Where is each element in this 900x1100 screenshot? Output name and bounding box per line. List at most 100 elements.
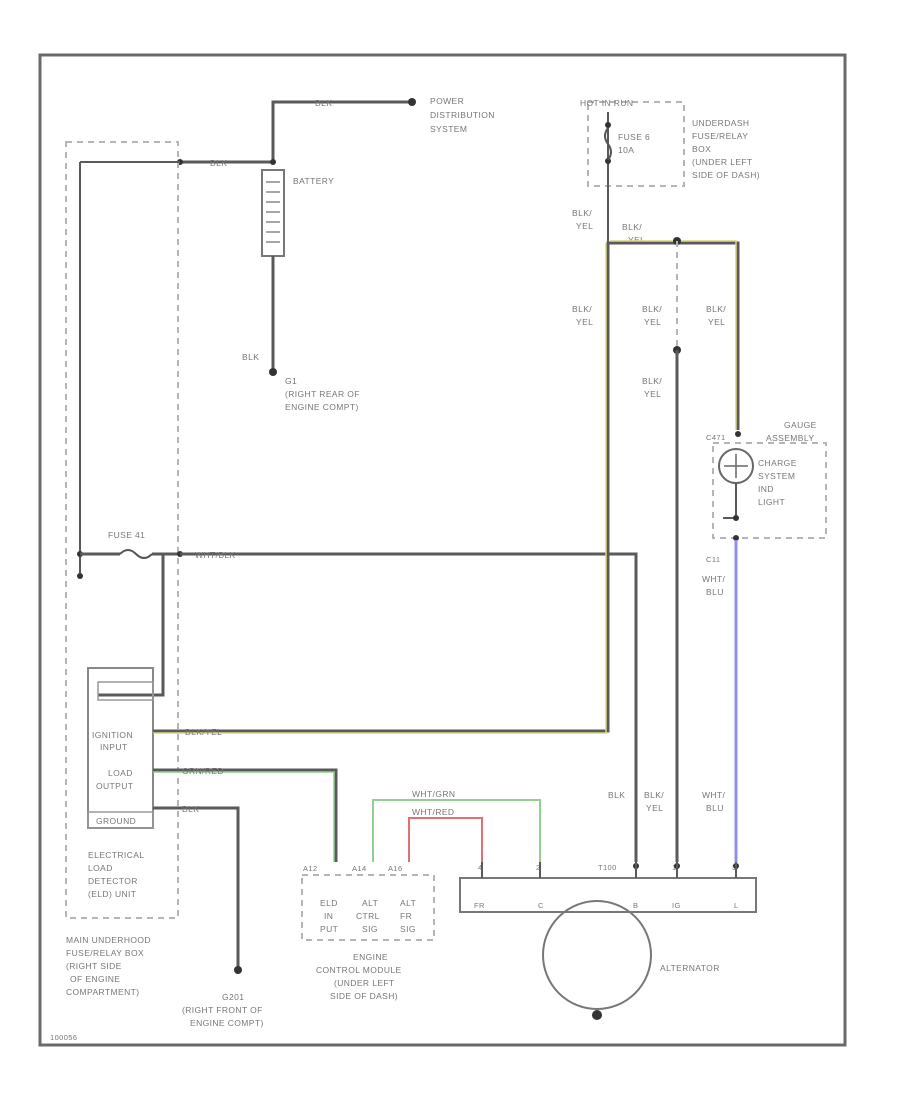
label-c11: C11 xyxy=(706,555,720,564)
label-ecm-col3-2: FR xyxy=(400,911,412,921)
label-alt-conn-4: 4 xyxy=(478,863,483,872)
label-alt-conn-1: 1 xyxy=(672,863,677,872)
label-charge-light-1: CHARGE xyxy=(758,458,797,468)
label-charge-light-4: LIGHT xyxy=(758,497,785,507)
label-ecm-col1-1: ELD xyxy=(320,898,338,908)
label-ecm-col3-1: ALT xyxy=(400,898,416,908)
label-main-box-1: MAIN UNDERHOOD xyxy=(66,935,151,945)
label-ecm-col2-1: ALT xyxy=(362,898,378,908)
label-ecm-title-4: SIDE OF DASH) xyxy=(330,991,398,1001)
label-g201-3: ENGINE COMPT) xyxy=(190,1018,264,1028)
label-c471: C471 xyxy=(706,433,726,442)
label-underdash-5: SIDE OF DASH) xyxy=(692,170,760,180)
eld-load-output-2: OUTPUT xyxy=(96,781,133,791)
wire-eld-ignition-blk-yel xyxy=(153,241,640,733)
label-ecm-title-1: ENGINE xyxy=(353,952,388,962)
label-alt-pin-b: B xyxy=(633,901,638,910)
footer-code: 100056 xyxy=(50,1033,77,1042)
label-main-box-4: OF ENGINE xyxy=(70,974,120,984)
eld-ground: GROUND xyxy=(96,816,136,826)
fuse-41-symbol xyxy=(119,549,153,559)
label-eld-title-4: (ELD) UNIT xyxy=(88,889,136,899)
label-blk-red-bat: BLK xyxy=(608,790,625,800)
label-ecm-col2-2: CTRL xyxy=(356,911,380,921)
label-blk-top: BLK xyxy=(315,98,332,108)
label-g1-1: G1 xyxy=(285,376,297,386)
label-fuse-6-2: 10A xyxy=(618,145,634,155)
alternator-connector-block xyxy=(459,877,757,913)
label-charge-light-2: SYSTEM xyxy=(758,471,795,481)
label-eld-title-1: ELECTRICAL xyxy=(88,850,144,860)
diagram-frame xyxy=(38,53,847,1047)
label-ecm-title-3: (UNDER LEFT xyxy=(334,978,395,988)
label-blk-yel-2a: BLK/ xyxy=(622,222,642,232)
label-main-box-5: COMPARTMENT) xyxy=(66,987,139,997)
wire-battery-to-power-distribution xyxy=(271,100,412,162)
label-g201-2: (RIGHT FRONT OF xyxy=(182,1005,263,1015)
label-blk-yel-7b: YEL xyxy=(646,803,663,813)
eld-load-output-1: LOAD xyxy=(108,768,133,778)
label-alternator: ALTERNATOR xyxy=(660,963,720,973)
label-gauge-1: GAUGE xyxy=(784,420,817,430)
label-charge-light-3: IND xyxy=(758,484,774,494)
battery-symbol xyxy=(261,169,285,257)
label-eld-title-2: LOAD xyxy=(88,863,113,873)
wire-ecm-wht-red xyxy=(408,817,483,862)
label-wht-blu-2b: BLU xyxy=(706,803,724,813)
label-power-distribution-2: DISTRIBUTION xyxy=(430,110,495,120)
label-underdash-2: FUSE/RELAY xyxy=(692,131,748,141)
label-ecm-pin-a16: A16 xyxy=(388,864,403,873)
label-wht-blu-1b: BLU xyxy=(706,587,724,597)
gauge-assembly-outline xyxy=(712,442,827,539)
label-ecm-col1-2: IN xyxy=(324,911,333,921)
label-main-box-3: (RIGHT SIDE xyxy=(66,961,122,971)
label-blk-yel-5a: BLK/ xyxy=(706,304,726,314)
label-underdash-3: BOX xyxy=(692,144,711,154)
eld-ignition-input-1: IGNITION xyxy=(92,730,133,740)
label-wht-blk: WHT/BLK xyxy=(195,550,236,560)
label-blk-yel-3b: YEL xyxy=(576,317,593,327)
label-alt-pin-fr: FR xyxy=(474,901,485,910)
label-ecm-col1-3: PUT xyxy=(320,924,338,934)
label-ecm-title-2: CONTROL MODULE xyxy=(316,965,402,975)
label-g1-2: (RIGHT REAR OF xyxy=(285,389,360,399)
wire-eld-ground-blk xyxy=(153,806,240,970)
ecm-box-outline xyxy=(301,874,435,941)
fuse-6-symbol xyxy=(604,127,612,161)
wire-ecm-wht-grn xyxy=(372,799,541,862)
label-blk-yel-6a: BLK/ xyxy=(642,376,662,386)
label-alt-conn-2: 2 xyxy=(536,863,541,872)
label-blk-yel-4a: BLK/ xyxy=(642,304,662,314)
label-alt-conn-t100: T100 xyxy=(598,863,617,872)
label-blk-yel-1b: YEL xyxy=(576,221,593,231)
underdash-box-outline xyxy=(587,101,685,187)
label-g201-1: G201 xyxy=(222,992,244,1002)
label-blk-ground: BLK xyxy=(242,352,259,362)
label-power-distribution-3: SYSTEM xyxy=(430,124,467,134)
label-eld-title-3: DETECTOR xyxy=(88,876,138,886)
label-underdash-1: UNDERDASH xyxy=(692,118,749,128)
label-ecm-col2-3: SIG xyxy=(362,924,378,934)
label-wht-blu-1a: WHT/ xyxy=(702,574,726,584)
label-ecm-col3-3: SIG xyxy=(400,924,416,934)
label-eld-blk-wire: BLK xyxy=(182,804,199,814)
label-gauge-2: ASSEMBLY xyxy=(766,433,814,443)
label-underdash-4: (UNDER LEFT xyxy=(692,157,753,167)
label-ecm-wht-grn: WHT/GRN xyxy=(412,789,455,799)
wire-eld-load-output-grn-red xyxy=(153,768,338,862)
label-g1-3: ENGINE COMPT) xyxy=(285,402,359,412)
label-ecm-wht-red: WHT/RED xyxy=(412,807,454,817)
alternator-symbol xyxy=(542,900,652,1010)
label-wht-blu-2a: WHT/ xyxy=(702,790,726,800)
label-blk-yel-3a: BLK/ xyxy=(572,304,592,314)
label-blk-yel-1a: BLK/ xyxy=(572,208,592,218)
eld-ignition-input-2: INPUT xyxy=(100,742,128,752)
label-eld-blk-yel-wire: BLK/YEL xyxy=(185,727,222,737)
label-blk-yel-4b: YEL xyxy=(644,317,661,327)
label-ecm-pin-a12: A12 xyxy=(303,864,318,873)
label-blk-yel-7a: BLK/ xyxy=(644,790,664,800)
label-fuse-6-1: FUSE 6 xyxy=(618,132,650,142)
label-main-box-2: FUSE/RELAY BOX xyxy=(66,948,144,958)
label-blk-yel-6b: YEL xyxy=(644,389,661,399)
